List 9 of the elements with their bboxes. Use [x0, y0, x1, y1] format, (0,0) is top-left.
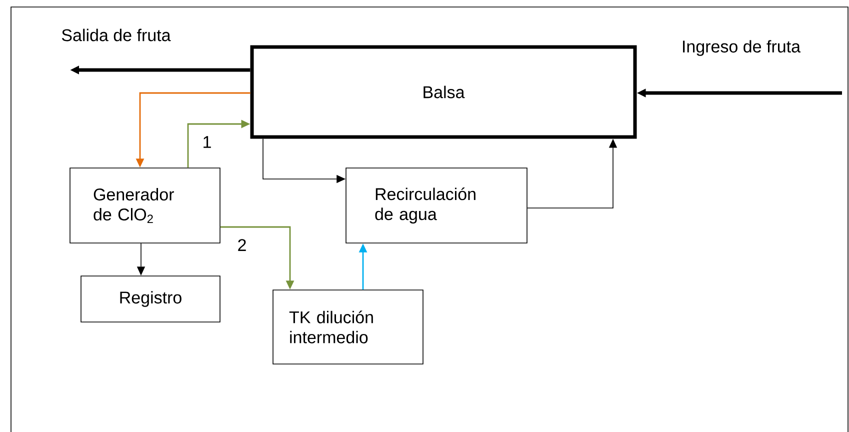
edge-label: Ingreso de fruta — [680, 39, 802, 57]
edge-label: Salida de fruta — [60, 28, 172, 42]
process-box: Balsa — [250, 45, 637, 139]
process-box: Generador de ClO$_{2}$ — [70, 168, 220, 244]
process-box: Registro — [80, 276, 220, 322]
edge-label: 1 — [201, 135, 213, 149]
process-box: Recirculación de agua — [346, 168, 528, 244]
edge-label: 2 — [236, 238, 248, 252]
process-box: TK dilución intermedio — [272, 290, 424, 364]
